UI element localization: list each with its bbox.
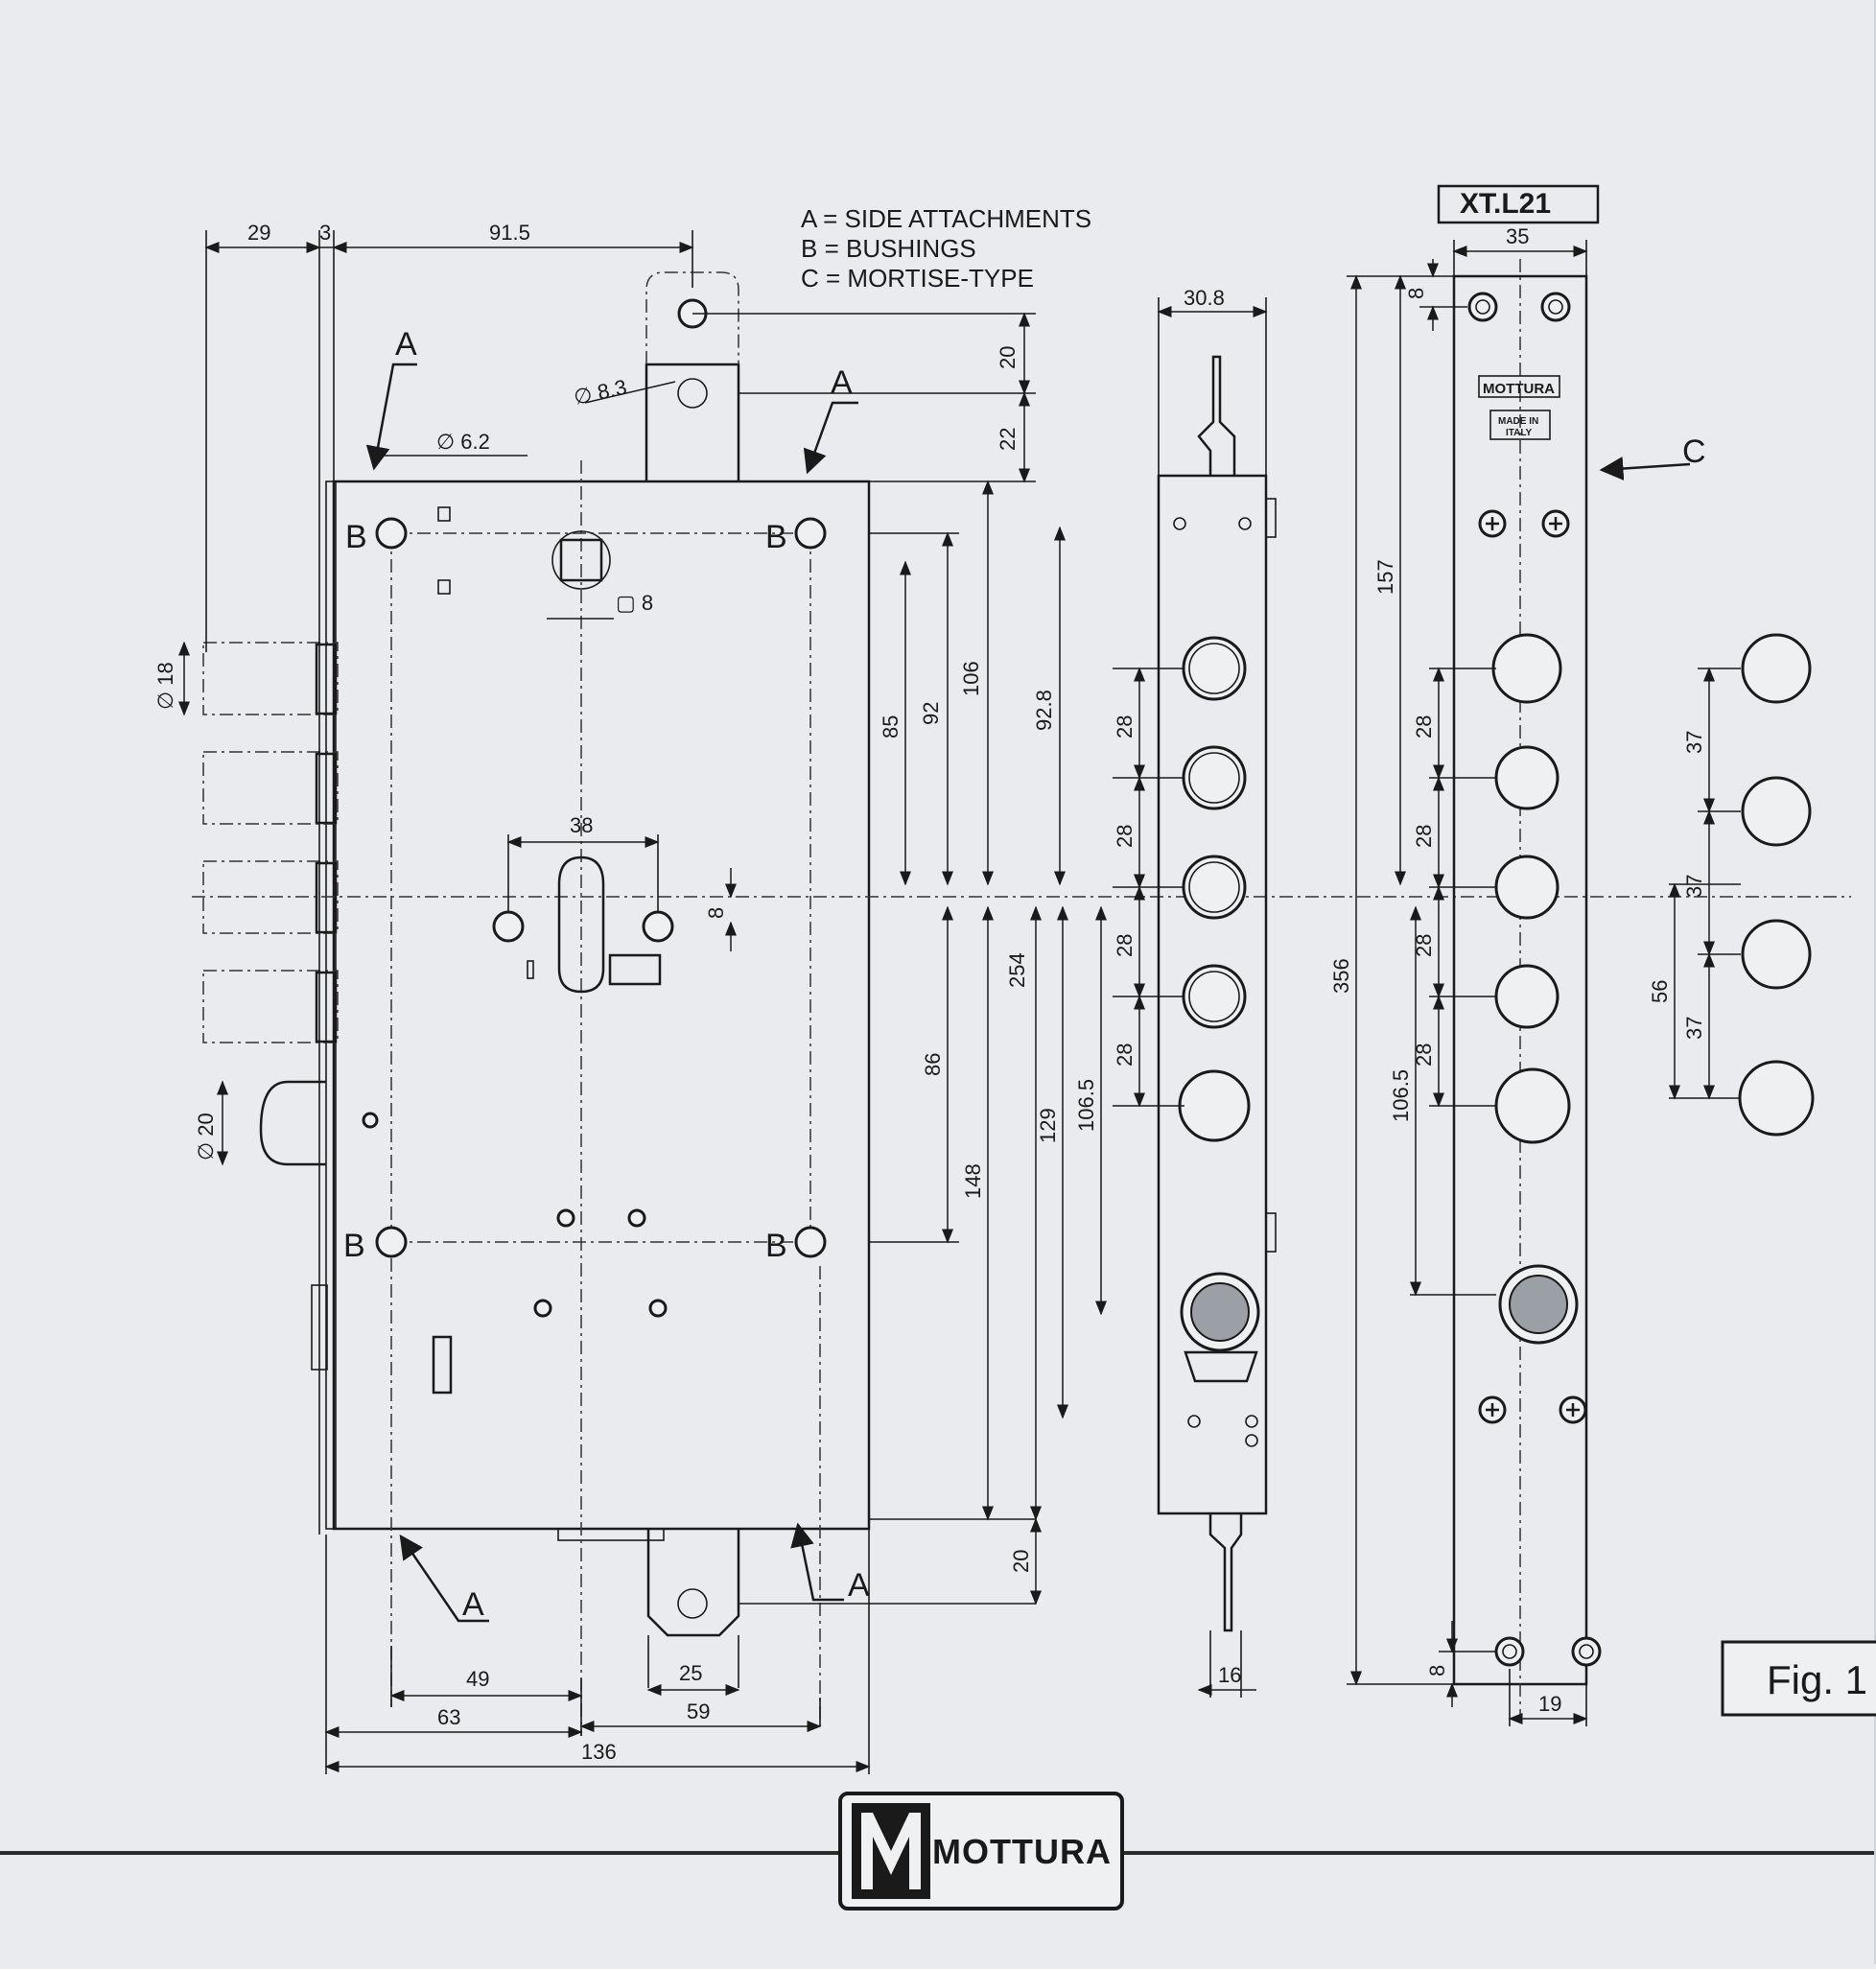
dim-right-56: 56 bbox=[1648, 980, 1672, 1003]
dim-v148: 148 bbox=[961, 1163, 985, 1199]
dimension-lines bbox=[178, 230, 1107, 1774]
dim-b136: 136 bbox=[581, 1740, 617, 1764]
dim-top-3: 3 bbox=[319, 221, 331, 245]
dim-side-30-8: 30.8 bbox=[1184, 286, 1225, 310]
lock-body bbox=[192, 271, 1851, 1736]
dim-v106-5-mid: 106.5 bbox=[1074, 1079, 1098, 1132]
model-label: XT.L21 bbox=[1460, 188, 1551, 220]
mottura-logo-icon bbox=[838, 1792, 1124, 1910]
marker-b-bottom-right: B bbox=[765, 1228, 787, 1264]
dim-v92: 92 bbox=[919, 702, 943, 725]
dim-v85: 85 bbox=[879, 715, 903, 738]
marker-b-top-right: B bbox=[765, 519, 787, 555]
dim-b25: 25 bbox=[679, 1661, 702, 1685]
plate-brand-label: MOTTURA bbox=[1483, 381, 1555, 397]
marker-a-bottom-left: A bbox=[462, 1586, 484, 1623]
dim-plate-8-top: 8 bbox=[1404, 288, 1428, 299]
marker-a-top-left: A bbox=[395, 326, 417, 363]
dim-b63: 63 bbox=[437, 1705, 460, 1729]
dim-plate-106-5: 106.5 bbox=[1389, 1069, 1413, 1122]
dim-b49: 49 bbox=[466, 1667, 489, 1691]
dim-v129: 129 bbox=[1036, 1108, 1060, 1143]
figure-label: Fig. 1 bbox=[1767, 1657, 1867, 1702]
dim-cylinder-38: 38 bbox=[570, 813, 593, 837]
legend-item-c: C = MORTISE-TYPE bbox=[801, 264, 1034, 293]
dim-side-28-2: 28 bbox=[1113, 825, 1137, 848]
marker-b-bottom-left: B bbox=[343, 1228, 365, 1264]
dim-dia-20: ∅ 20 bbox=[194, 1113, 218, 1160]
figure-label-box bbox=[1721, 1640, 1876, 1717]
dim-side-28-4: 28 bbox=[1113, 1043, 1137, 1067]
dim-plate-35: 35 bbox=[1506, 224, 1529, 248]
dim-side-16: 16 bbox=[1218, 1663, 1241, 1687]
hole-pattern bbox=[1669, 633, 1815, 1137]
dim-sq-8: ▢ 8 bbox=[616, 591, 653, 615]
dim-side-28-3: 28 bbox=[1113, 934, 1137, 957]
dim-plate-28-1: 28 bbox=[1412, 715, 1436, 738]
dim-plate-8-bot: 8 bbox=[1425, 1665, 1449, 1676]
dim-v86: 86 bbox=[921, 1053, 945, 1076]
dim-plate-28-4: 28 bbox=[1412, 1043, 1436, 1067]
dim-plate-28-2: 28 bbox=[1412, 825, 1436, 848]
marker-a-top-right: A bbox=[831, 364, 853, 401]
plate-made-in-label: MADE IN bbox=[1498, 416, 1538, 427]
model-label-box bbox=[1437, 184, 1600, 224]
legend-item-a: A = SIDE ATTACHMENTS bbox=[801, 204, 1091, 233]
dim-right-37-3: 37 bbox=[1682, 1017, 1706, 1040]
dim-right-37-1: 37 bbox=[1682, 731, 1706, 754]
brand-name: MOTTURA bbox=[932, 1832, 1112, 1871]
dim-plate-356: 356 bbox=[1329, 958, 1353, 994]
legend-item-b: B = BUSHINGS bbox=[801, 234, 976, 263]
dim-dia-8-3: ∅ 8.3 bbox=[572, 375, 629, 410]
dim-right-37-2: 37 bbox=[1682, 875, 1706, 898]
lock-side-view bbox=[1113, 297, 1277, 1698]
dim-v20-top: 20 bbox=[996, 346, 1020, 369]
marker-a-bottom-right: A bbox=[848, 1567, 870, 1604]
dim-v92-8: 92.8 bbox=[1032, 690, 1056, 731]
screw-cross-icon bbox=[1478, 509, 1587, 1424]
face-plate bbox=[1347, 240, 1691, 1726]
dim-v106: 106 bbox=[959, 661, 983, 696]
marker-c: C bbox=[1682, 434, 1706, 470]
dim-plate-28-3: 28 bbox=[1412, 934, 1436, 957]
plate-country-label: ITALY bbox=[1506, 428, 1533, 438]
dim-side-28-1: 28 bbox=[1113, 715, 1137, 738]
dim-top-91-5: 91.5 bbox=[489, 221, 530, 245]
dim-v22: 22 bbox=[996, 428, 1020, 451]
dim-plate-157: 157 bbox=[1373, 559, 1397, 595]
marker-b-top-left: B bbox=[345, 519, 367, 555]
dim-plate-19: 19 bbox=[1538, 1692, 1561, 1716]
arrow-icon bbox=[365, 363, 858, 1623]
dim-b59: 59 bbox=[687, 1699, 710, 1723]
dim-cylinder-8: 8 bbox=[704, 907, 728, 919]
dim-dia-18: ∅ 18 bbox=[153, 662, 177, 710]
dim-v20-bot: 20 bbox=[1009, 1550, 1033, 1573]
dim-v254: 254 bbox=[1005, 952, 1029, 988]
dim-top-29: 29 bbox=[247, 221, 270, 245]
dim-dia-6-2: ∅ 6.2 bbox=[436, 430, 490, 454]
